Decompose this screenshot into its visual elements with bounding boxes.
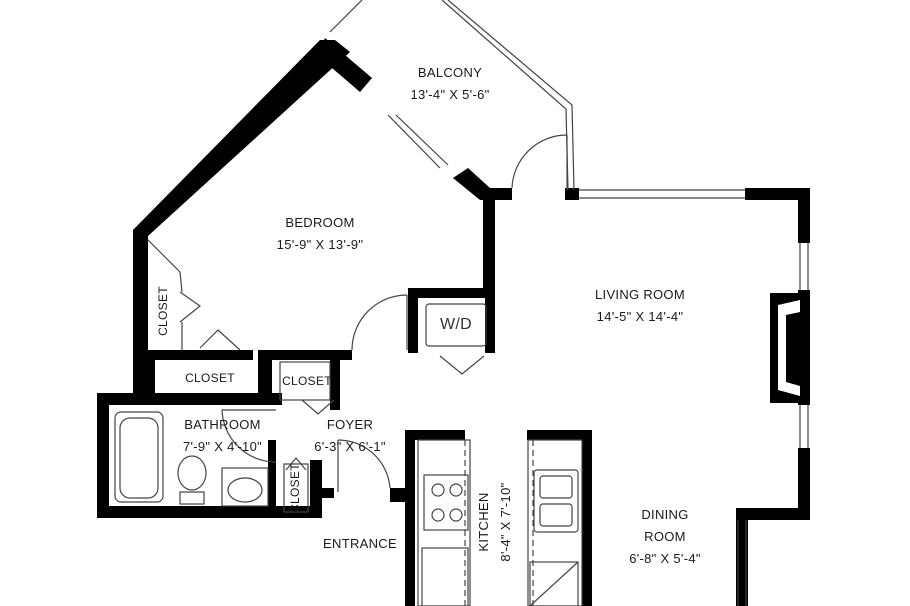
bath-sink bbox=[227, 477, 263, 503]
dishwasher bbox=[529, 561, 579, 606]
living-right-wall-mid bbox=[798, 290, 810, 405]
bathtub bbox=[114, 411, 164, 503]
balcony-outline-left bbox=[329, 0, 363, 33]
burner-1 bbox=[431, 483, 445, 497]
closet-label-bedroom-left: CLOSET bbox=[156, 286, 170, 336]
kitchen-left-wall bbox=[405, 430, 415, 606]
wd-wall-right bbox=[485, 288, 495, 353]
left-closet-bifold-2 bbox=[199, 329, 241, 351]
bedroom-name: BEDROOM bbox=[285, 215, 355, 230]
kitchen-top-wall-right bbox=[527, 430, 584, 440]
bath-left-wall bbox=[97, 393, 109, 518]
side-closet-door bbox=[285, 457, 307, 471]
dishwasher-x bbox=[529, 561, 579, 606]
bedroom-dims: 15'-9" X 13'-9" bbox=[276, 237, 364, 252]
bedroom-right-wall bbox=[483, 190, 495, 290]
bedroom-diagonal-wall bbox=[133, 40, 350, 236]
bedroom-bottom-wall-left bbox=[133, 350, 253, 360]
living-top-wall-stub bbox=[565, 188, 579, 200]
foyer-dims: 6'-3" X 6'-1" bbox=[314, 439, 386, 454]
kitchen-sink bbox=[533, 469, 579, 533]
dining-left-wall bbox=[736, 508, 748, 606]
living-room-name: LIVING ROOM bbox=[595, 287, 685, 302]
bedroom-bottom-wall-right bbox=[340, 350, 352, 360]
balcony-label: BALCONY 13'-4" X 5'-6" bbox=[380, 62, 520, 106]
dining-room-dims: 6'-8" X 5'-4" bbox=[629, 551, 701, 566]
wd-wall-left bbox=[408, 288, 418, 353]
bath-bottom-wall bbox=[97, 506, 322, 518]
living-room-dims: 14'-5" X 14'-4" bbox=[596, 309, 684, 324]
kitchen-dims: 8'-4" X 7'-10" bbox=[498, 482, 513, 562]
wd-box bbox=[425, 303, 487, 347]
dining-wall bbox=[745, 508, 810, 520]
dining-room-name-1: DINING bbox=[641, 507, 689, 522]
living-room-label: LIVING ROOM 14'-5" X 14'-4" bbox=[570, 284, 710, 328]
sliding-door-2 bbox=[395, 114, 449, 166]
foyer-closet-wall bbox=[310, 460, 322, 515]
bedroom-label: BEDROOM 15'-9" X 13'-9" bbox=[245, 212, 395, 256]
bathroom-label: BATHROOM 7'-9" X 4'-10" bbox=[160, 414, 285, 458]
foyer-name: FOYER bbox=[326, 417, 374, 432]
balcony-door-swing bbox=[511, 134, 568, 189]
foyer-closet-door bbox=[301, 399, 335, 415]
kitchen-sink-basin-1 bbox=[539, 475, 573, 499]
balcony-dims: 13'-4" X 5'-6" bbox=[410, 87, 490, 102]
bedroom-diagonal-wall-end bbox=[318, 38, 372, 92]
sliding-door-1 bbox=[387, 114, 441, 169]
foyer-label: FOYER 6'-3" X 6'-1" bbox=[295, 414, 405, 458]
living-right-wall-top bbox=[798, 188, 810, 243]
closet-label-foyer-top: CLOSET bbox=[282, 374, 332, 388]
kitchen-top-wall bbox=[405, 430, 465, 440]
living-right-wall-bottom bbox=[798, 448, 810, 518]
washer-dryer-label: W/D bbox=[439, 316, 472, 333]
bathroom-dims: 7'-9" X 4'-10" bbox=[182, 439, 263, 454]
bath-vanity bbox=[221, 467, 269, 507]
toilet-bowl bbox=[177, 455, 207, 491]
kitchen-counter-left bbox=[417, 439, 471, 606]
kitchen-label: KITCHEN 8'-4" X 7'-10" bbox=[473, 452, 517, 592]
side-closet-box bbox=[283, 463, 309, 513]
dining-room-name-2: ROOM bbox=[644, 529, 686, 544]
bath-door-swing bbox=[221, 409, 277, 463]
bedroom-door-swing bbox=[351, 294, 408, 351]
foyer-closet-box bbox=[279, 361, 331, 401]
stove bbox=[423, 474, 469, 531]
bedroom-right-stub bbox=[480, 188, 512, 200]
left-closet-door-1 bbox=[147, 239, 181, 273]
closet-label-bedroom-bottom: CLOSET bbox=[185, 371, 235, 385]
closet-divider bbox=[258, 350, 272, 400]
entrance-label: ENTRANCE bbox=[323, 536, 397, 551]
burner-3 bbox=[431, 508, 445, 522]
burner-4 bbox=[449, 508, 463, 522]
entrance-door-swing bbox=[337, 439, 391, 489]
toilet-tank bbox=[179, 491, 205, 505]
bathroom-name: BATHROOM bbox=[184, 417, 261, 432]
bathtub-inner bbox=[119, 417, 159, 499]
burner-2 bbox=[449, 483, 463, 497]
balcony-outline-right bbox=[447, 0, 575, 191]
wd-door bbox=[439, 355, 485, 375]
bedroom-bottom-wall-mid bbox=[258, 350, 334, 360]
kitchen-counter-right bbox=[527, 439, 583, 606]
bath-top-wall bbox=[97, 393, 282, 405]
bath-right-wall bbox=[268, 440, 276, 510]
wd-wall-top bbox=[408, 288, 495, 298]
foyer-small-wall bbox=[320, 488, 334, 498]
left-closet-wall bbox=[133, 355, 155, 395]
dining-room-label: DINING ROOM 6'-8" X 5'-4" bbox=[600, 504, 730, 570]
thin-lines bbox=[114, 0, 809, 606]
balcony-name: BALCONY bbox=[417, 65, 483, 80]
closet-divider-2 bbox=[330, 350, 340, 410]
left-closet-door-2 bbox=[179, 271, 183, 293]
closet-label-foyer-side: CLOSET bbox=[288, 463, 302, 513]
kitchen-sink-basin-2 bbox=[539, 503, 573, 527]
left-closet-bifold-1 bbox=[179, 291, 202, 323]
refrigerator bbox=[421, 547, 469, 606]
fireplace-firebox bbox=[786, 312, 800, 386]
kitchen-name: KITCHEN bbox=[476, 492, 491, 552]
living-top-wall bbox=[745, 188, 810, 200]
kitchen-right-wall bbox=[582, 430, 592, 606]
